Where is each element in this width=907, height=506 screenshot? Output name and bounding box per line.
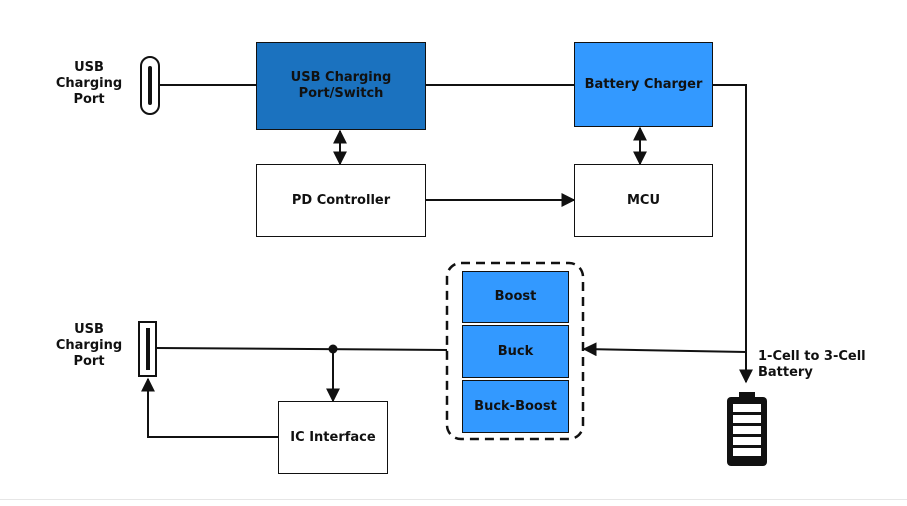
buck-boost-label: Buck-Boost <box>474 398 557 414</box>
arrow-ic-to-port <box>141 377 278 438</box>
mcu-label: MCU <box>626 192 661 208</box>
usb-port-bottom-slot <box>146 328 150 370</box>
footer-divider <box>0 499 907 500</box>
battery-charger-label: Battery Charger <box>584 76 703 92</box>
arrow-battery-to-converters <box>582 342 747 357</box>
mcu-block: MCU <box>574 164 713 237</box>
usb-port-top-label: USB Charging Port <box>55 60 123 107</box>
pd-controller-label: PD Controller <box>291 192 391 208</box>
battery-label: 1-Cell to 3-Cell Battery <box>758 349 866 380</box>
wire-charger-to-battery <box>713 84 753 384</box>
buck-label: Buck <box>497 343 534 359</box>
ic-interface-block: IC Interface <box>278 401 388 474</box>
wire-converters-to-port <box>156 347 448 351</box>
buck-boost-block: Buck-Boost <box>462 380 569 433</box>
battery-icon <box>727 392 767 466</box>
usb-switch-block: USB Charging Port/Switch <box>256 42 426 130</box>
converter-group-outline <box>445 261 585 441</box>
pd-controller-block: PD Controller <box>256 164 426 237</box>
usb-port-bottom-label: USB Charging Port <box>55 322 123 369</box>
junction-dot <box>328 344 338 354</box>
boost-block: Boost <box>462 271 569 323</box>
usb-port-top-slot <box>148 66 152 105</box>
boost-label: Boost <box>494 289 537 304</box>
battery-charger-block: Battery Charger <box>574 42 713 127</box>
usb-switch-label: USB Charging Port/Switch <box>290 70 392 101</box>
ic-interface-label: IC Interface <box>290 429 376 445</box>
buck-block: Buck <box>462 325 569 378</box>
